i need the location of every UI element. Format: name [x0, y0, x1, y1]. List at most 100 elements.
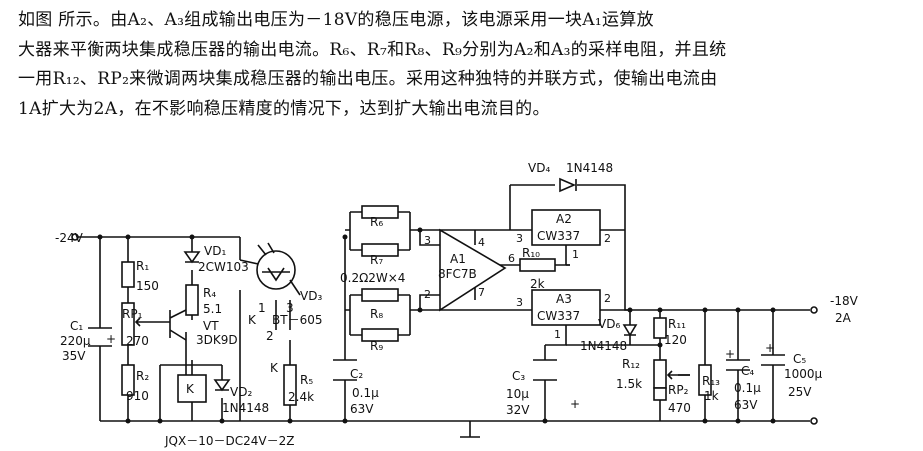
label-bt-pin2: 2 — [266, 329, 274, 343]
label-r10-value: 2k — [530, 277, 545, 291]
label-a1-pin3: 3 — [424, 234, 431, 247]
resistor-r12 — [653, 359, 667, 389]
label-c1-voltage: 35V — [62, 349, 86, 363]
label-r10: R₁₀ — [522, 246, 540, 260]
label-vd6-value: 1N4148 — [580, 339, 627, 353]
capacitor-c3 — [533, 359, 557, 381]
label-output-current: 2A — [835, 311, 852, 325]
label-a2-pin3: 3 — [516, 232, 523, 245]
regulator-a2 — [531, 209, 601, 246]
label-c2-voltage: 63V — [350, 402, 374, 416]
label-r1: R₁ — [136, 259, 149, 273]
description-line-4: 1A扩大为2A，在不影响稳压精度的情况下，达到扩大输出电流目的。 — [18, 98, 550, 119]
resistor-r4 — [185, 284, 199, 316]
component-symbols — [88, 177, 785, 406]
schematic-labels: -24V -18V 2A JQX－10－DC24V－2Z C₁ 220μ 35V… — [55, 161, 859, 448]
label-bt: BT－605 — [272, 313, 322, 327]
label-k: K — [186, 382, 195, 396]
label-c3-plus: + — [570, 397, 580, 411]
label-c4: C₄ — [741, 364, 754, 378]
label-r2-value: 910 — [126, 389, 149, 403]
label-r11-value: 120 — [664, 333, 687, 347]
label-a1: A1 — [450, 252, 466, 266]
resistor-r8 — [361, 288, 399, 302]
resistor-r10 — [519, 258, 556, 272]
label-relay: JQX－10－DC24V－2Z — [164, 434, 294, 448]
zener-vd1 — [183, 251, 201, 264]
diode-vd2 — [213, 379, 231, 392]
label-rp2-value: 470 — [668, 401, 691, 415]
label-vt: VT — [203, 319, 219, 333]
label-k2: K — [270, 361, 279, 375]
capacitor-c4 — [726, 359, 750, 371]
label-r6: R₆ — [370, 215, 383, 229]
description-line-1: 如图 所示。由A₂、A₃组成输出电压为－18V的稳压电源，该电源采用一块A₁运算… — [18, 10, 654, 30]
label-r-note: 0.2Ω2W×4 — [340, 271, 405, 285]
opamp-a1 — [439, 228, 507, 312]
label-r4: R₄ — [203, 286, 216, 300]
label-c5-value: 1000μ — [784, 367, 823, 381]
resistor-r6 — [361, 205, 399, 219]
label-a3-pin3: 3 — [516, 296, 523, 309]
label-c3-value: 10μ — [506, 387, 529, 401]
resistor-r5 — [283, 364, 297, 406]
label-c5: C₅ — [793, 352, 806, 366]
label-a3-pin1: 1 — [554, 328, 561, 341]
photo-diode-vd3 — [256, 250, 296, 290]
label-r13: R₁₃ — [702, 374, 720, 388]
label-c3-voltage: 32V — [506, 403, 530, 417]
label-vd1: VD₁ — [204, 244, 226, 258]
label-vd3: VD₃ — [300, 289, 322, 303]
resistor-r2 — [121, 364, 135, 396]
label-r4-value: 5.1 — [203, 302, 222, 316]
potentiometer-rp1 — [121, 302, 135, 346]
label-r1-value: 150 — [136, 279, 159, 293]
label-a3-value: CW337 — [537, 309, 580, 323]
label-rp1-value: 270 — [126, 334, 149, 348]
capacitor-c5 — [761, 354, 785, 366]
label-c4-voltage: 63V — [734, 398, 758, 412]
label-a2-pin1: 1 — [572, 248, 579, 261]
diode-vd6 — [622, 324, 638, 337]
label-c5-voltage: 25V — [788, 385, 812, 399]
label-input-voltage: -24V — [55, 231, 84, 245]
label-vd4-value: 1N4148 — [566, 161, 613, 175]
potentiometer-rp2 — [653, 387, 667, 401]
label-c2: C₂ — [350, 367, 363, 381]
capacitor-c1 — [88, 327, 112, 347]
label-r5-value: 2.4k — [288, 390, 314, 404]
label-a1-pin2: 2 — [424, 288, 431, 301]
label-c3: C₃ — [512, 369, 525, 383]
label-vd4: VD₄ — [528, 161, 550, 175]
transistor-vt — [169, 309, 187, 341]
label-r11: R₁₁ — [668, 317, 686, 331]
label-rp2: RP₂ — [668, 383, 689, 397]
label-a1-pin7: 7 — [478, 286, 485, 299]
regulator-a3 — [531, 289, 601, 326]
label-r5: R₅ — [300, 373, 313, 387]
capacitor-c2 — [333, 359, 357, 381]
resistor-r1 — [121, 261, 135, 288]
label-a1-pin6: 6 — [508, 252, 515, 265]
resistor-r11 — [653, 317, 667, 339]
description-text: 如图 所示。由A₂、A₃组成输出电压为－18V的稳压电源，该电源采用一块A₁运算… — [18, 6, 908, 124]
resistor-r9 — [361, 328, 399, 342]
label-a3: A3 — [556, 292, 572, 306]
label-r13-value: 1k — [704, 389, 719, 403]
description-line-3: 一用R₁₂、RP₂来微调两块集成稳压器的输出电压。采用这种独特的并联方式，使输出… — [18, 69, 718, 89]
label-bt-pin3: 3 — [286, 301, 294, 315]
label-c2-value: 0.1μ — [352, 386, 379, 400]
label-r7: R₇ — [370, 253, 383, 267]
label-a3-pin2: 2 — [604, 292, 611, 305]
label-vd6: VD₆ — [598, 317, 620, 331]
label-r2: R₂ — [136, 369, 149, 383]
label-vt-value: 3DK9D — [196, 333, 238, 347]
label-a1-value: 8FC7B — [438, 267, 477, 281]
label-c1-value: 220μ — [60, 334, 91, 348]
label-c1-plus: + — [106, 332, 116, 346]
label-output-voltage: -18V — [830, 294, 859, 308]
label-c5-plus: + — [765, 341, 775, 355]
label-c4-plus: + — [725, 347, 735, 361]
label-r12: R₁₂ — [622, 357, 640, 371]
